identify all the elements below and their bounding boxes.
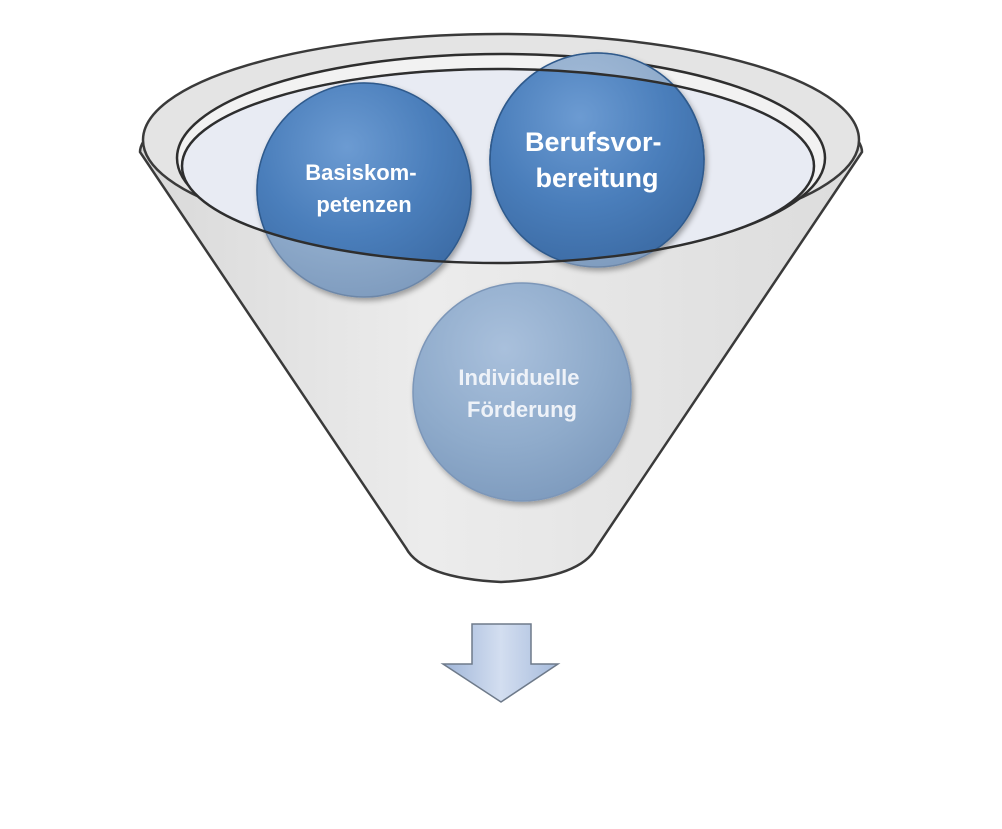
bubble-beruf-top-outline <box>489 52 705 161</box>
label-beruf: Berufsvor- bereitung <box>525 127 669 193</box>
bubble-individuell <box>412 282 632 502</box>
label-individuell: Individuelle Förderung <box>458 365 585 422</box>
down-arrow-icon <box>440 623 561 703</box>
label-basis: Basiskom- petenzen <box>305 160 422 217</box>
